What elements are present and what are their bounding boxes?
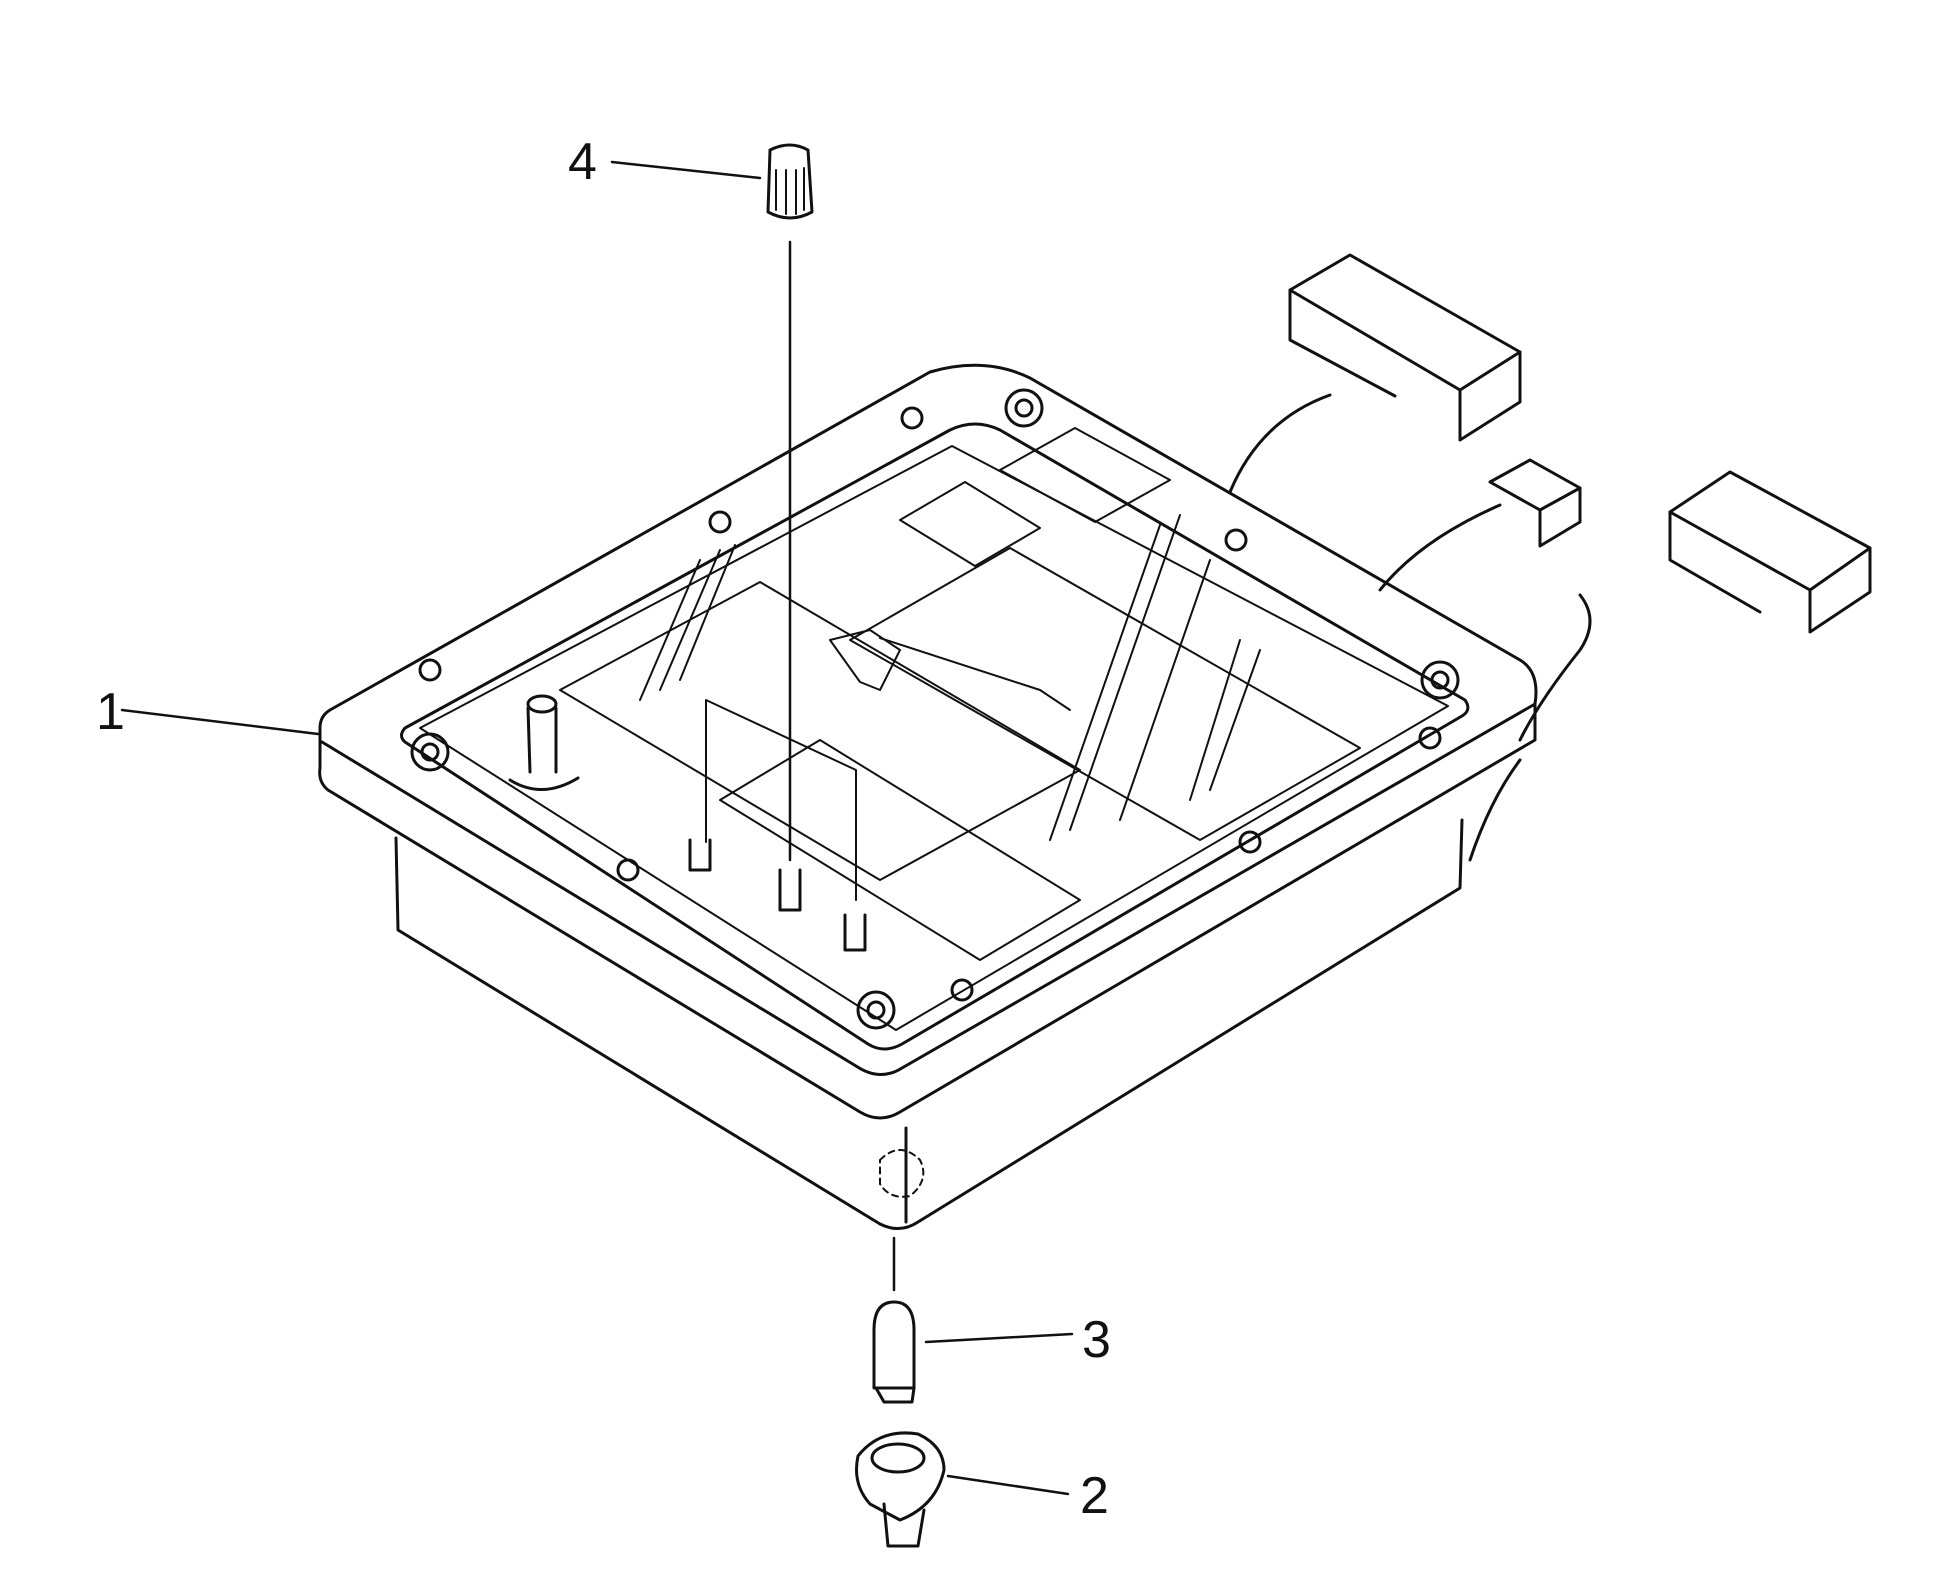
socket-part-2 (855, 1431, 946, 1548)
knob-part-4 (766, 143, 814, 862)
callout-4: 4 (568, 133, 597, 191)
callout-1: 1 (96, 683, 125, 741)
bulb-part-3 (872, 1236, 916, 1404)
callout-2: 2 (1080, 1467, 1109, 1525)
callout-3: 3 (1082, 1311, 1111, 1369)
monitor-housing (318, 253, 1872, 1230)
leader-lines (120, 160, 1074, 1496)
